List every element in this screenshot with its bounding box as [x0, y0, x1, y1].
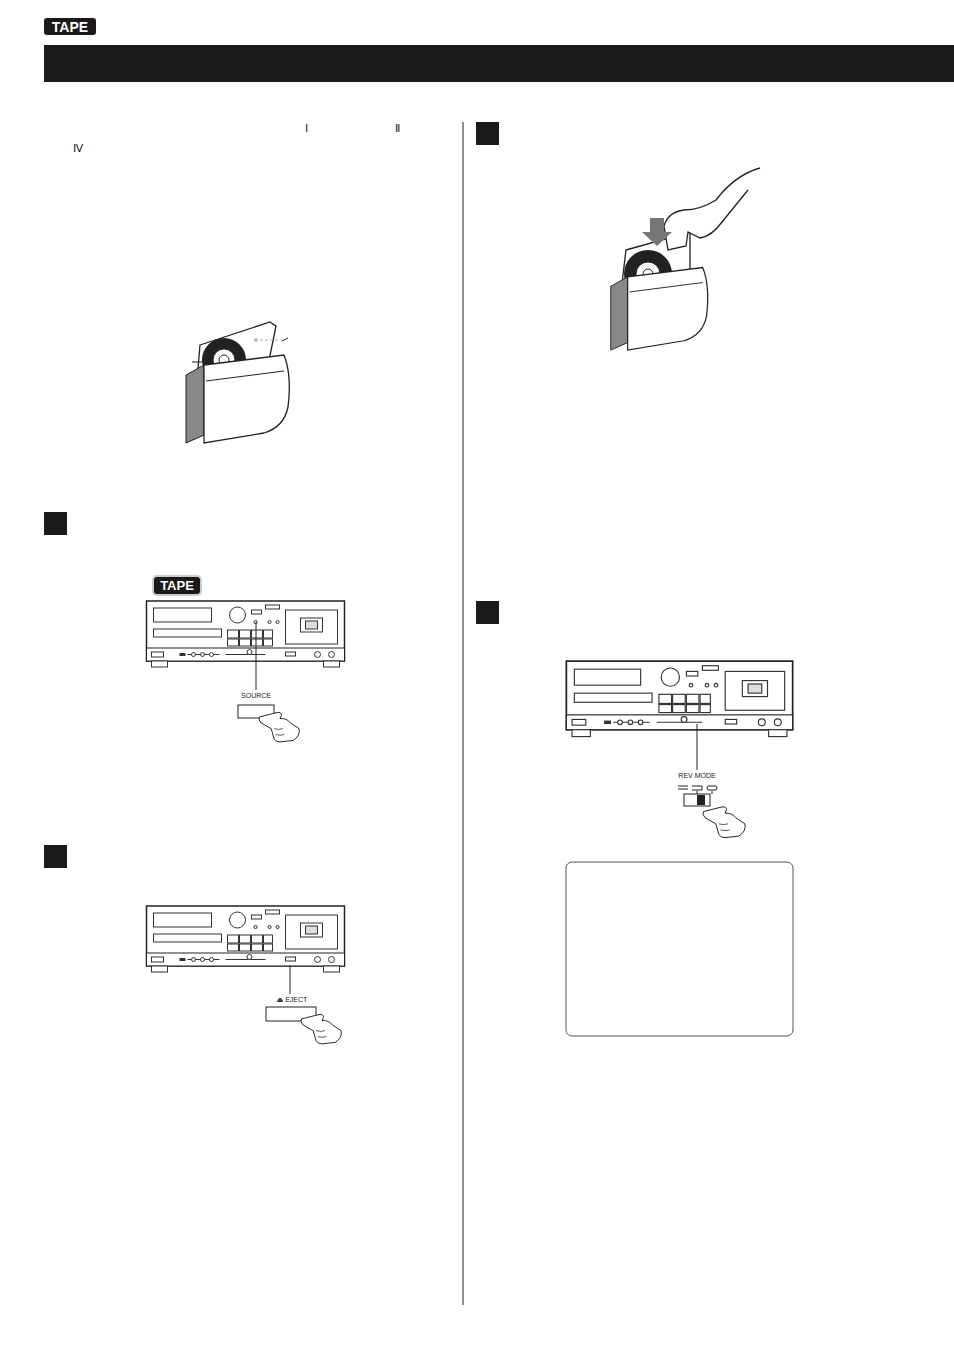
badge-text: TAPE [160, 578, 194, 593]
button-label: SOURCE [241, 692, 271, 699]
type-numeral: Ⅰ [305, 122, 308, 135]
tape-badge: TAPE [44, 18, 96, 35]
type-numeral: Ⅳ [73, 142, 83, 155]
switch-label: REV MODE [678, 772, 715, 779]
type-numeral: Ⅱ [395, 122, 400, 135]
button-label: ⏏ EJECT [277, 996, 308, 1004]
badge-text: TAPE [52, 19, 88, 35]
tape-badge: TAPE [154, 577, 200, 594]
